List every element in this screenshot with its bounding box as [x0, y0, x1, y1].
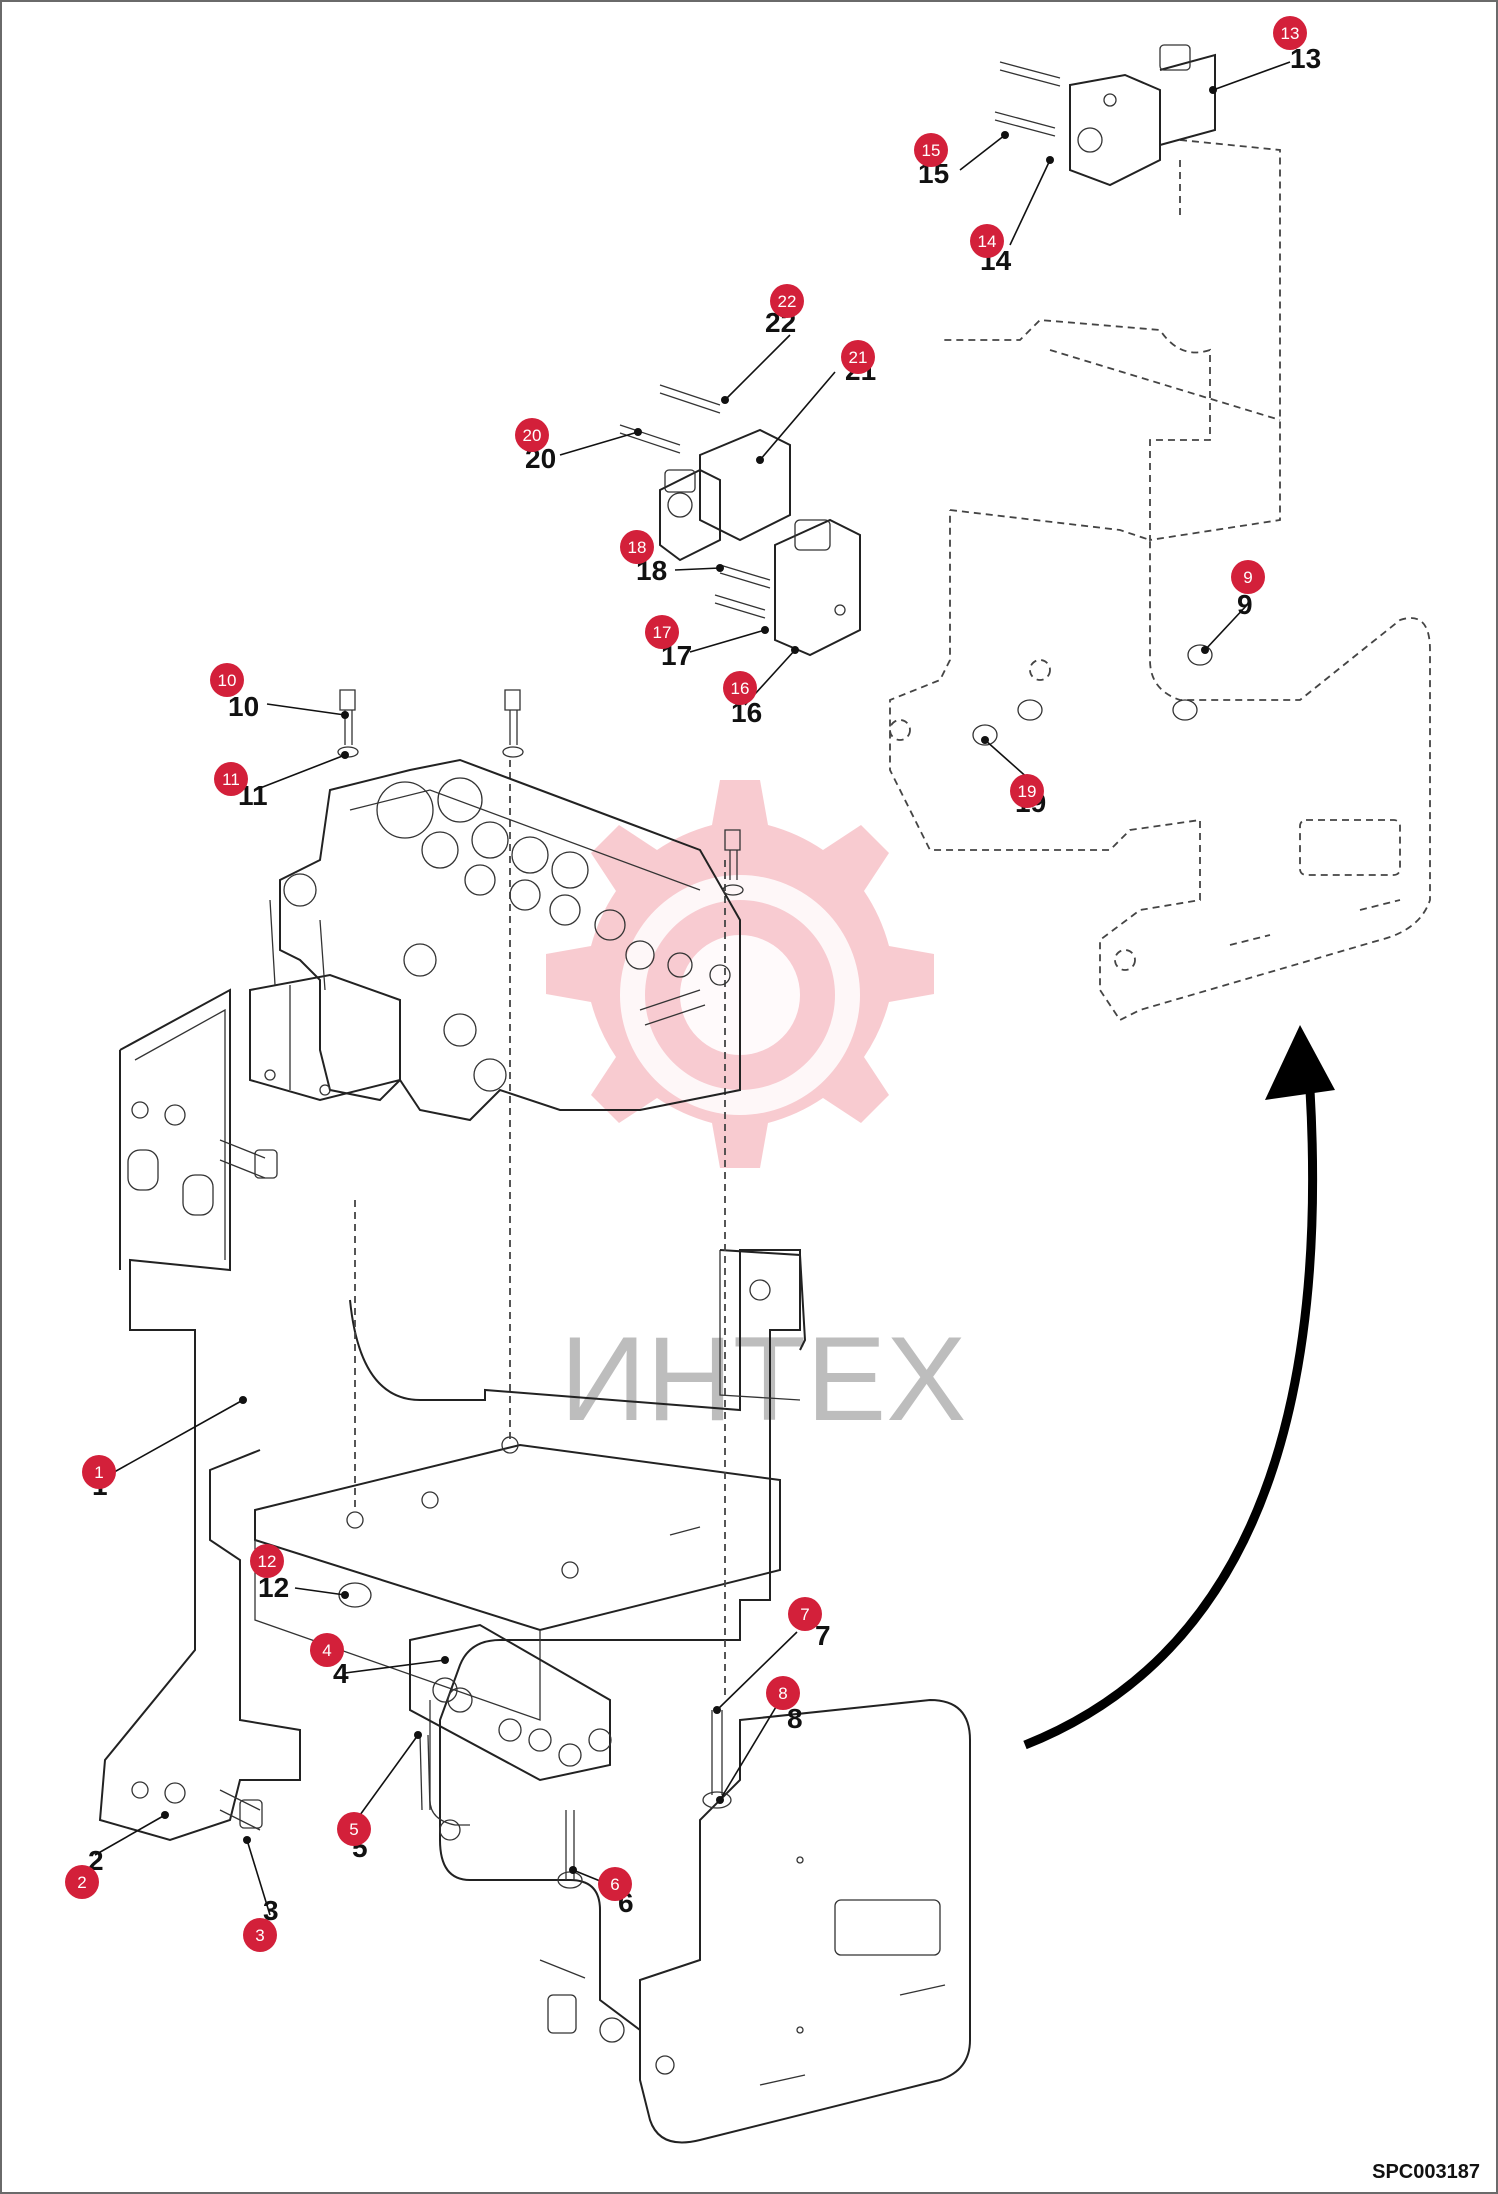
- svg-text:13: 13: [1281, 24, 1300, 43]
- svg-text:18: 18: [628, 538, 647, 557]
- svg-text:17: 17: [653, 623, 672, 642]
- part-label-9: 9: [1237, 589, 1253, 620]
- svg-text:7: 7: [800, 1605, 809, 1624]
- callout-15: 15: [914, 133, 948, 167]
- callout-10: 10: [210, 663, 244, 697]
- callout-17: 17: [645, 615, 679, 649]
- svg-text:20: 20: [523, 426, 542, 445]
- svg-text:3: 3: [255, 1926, 264, 1945]
- svg-text:9: 9: [1243, 568, 1252, 587]
- watermark-text: ИНТЕХ: [560, 1312, 966, 1446]
- callout-1: 1: [82, 1455, 116, 1489]
- svg-text:22: 22: [778, 292, 797, 311]
- svg-text:15: 15: [922, 141, 941, 160]
- callout-22: 22: [770, 284, 804, 318]
- leader-lines: [94, 61, 1291, 1916]
- callout-12: 12: [250, 1544, 284, 1578]
- main-frame-lower: [98, 760, 971, 2144]
- svg-text:8: 8: [778, 1684, 787, 1703]
- callout-9: 9: [1231, 560, 1265, 594]
- callout-4: 4: [310, 1633, 344, 1667]
- callout-2: 2: [65, 1865, 99, 1899]
- part-label-7: 7: [815, 1620, 831, 1651]
- part-label-8: 8: [787, 1703, 803, 1734]
- control-valve-bank: [249, 689, 744, 1122]
- callout-21: 21: [841, 340, 875, 374]
- part-label-10: 10: [228, 691, 259, 722]
- callout-6: 6: [598, 1867, 632, 1901]
- part-label-3: 3: [263, 1895, 279, 1926]
- callout-11: 11: [214, 762, 248, 796]
- document-code: SPC003187: [1372, 2161, 1480, 2183]
- callout-5: 5: [337, 1812, 371, 1846]
- callout-19: 19: [1010, 774, 1044, 808]
- svg-text:19: 19: [1018, 782, 1037, 801]
- callout-8: 8: [766, 1676, 800, 1710]
- callout-20: 20: [515, 418, 549, 452]
- watermark-logo: ИНТЕХ: [546, 780, 966, 1446]
- callout-bubbles: 1 2 3 4 5 6 7 8 9 10 11 12 13 14 15 16 1…: [65, 16, 1307, 1952]
- callout-13: 13: [1273, 16, 1307, 50]
- callout-18: 18: [620, 530, 654, 564]
- svg-text:10: 10: [218, 671, 237, 690]
- svg-text:5: 5: [349, 1820, 358, 1839]
- main-frame-upper: [619, 44, 1431, 1022]
- svg-text:6: 6: [610, 1875, 619, 1894]
- svg-text:14: 14: [978, 232, 997, 251]
- callout-16: 16: [723, 671, 757, 705]
- svg-text:16: 16: [731, 679, 750, 698]
- callout-7: 7: [788, 1597, 822, 1631]
- callout-14: 14: [970, 224, 1004, 258]
- svg-text:2: 2: [77, 1873, 86, 1892]
- svg-text:11: 11: [222, 770, 240, 789]
- svg-text:21: 21: [849, 348, 868, 367]
- svg-text:1: 1: [94, 1463, 103, 1482]
- callout-3: 3: [243, 1918, 277, 1952]
- orientation-arrow: [1023, 1025, 1335, 1750]
- part-label-4: 4: [333, 1658, 349, 1689]
- svg-text:4: 4: [322, 1641, 331, 1660]
- svg-text:12: 12: [258, 1552, 277, 1571]
